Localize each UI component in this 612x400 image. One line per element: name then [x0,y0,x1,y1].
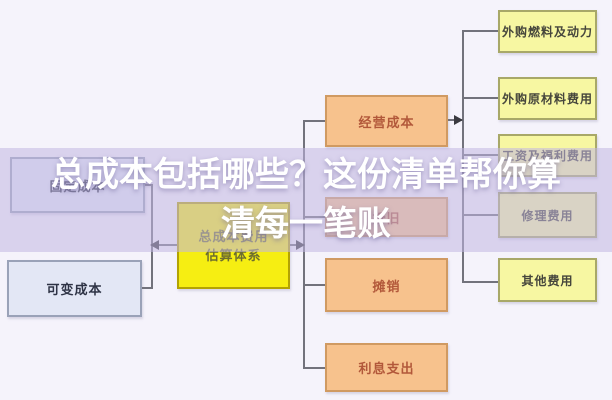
node-interest-expense: 利息支出 [325,343,448,392]
node-wages-welfare: 工资及福利费用 [498,134,597,177]
node-other-cost: 其他费用 [498,258,597,302]
node-repair-cost: 修理费用 [498,192,597,238]
node-depreciation-label: 折旧 [372,210,401,226]
branch-fuel-power [464,30,498,32]
branch-operating-cost [305,120,325,122]
node-fixed-cost-label: 固定成本 [49,178,106,194]
node-fixed-cost: 固定成本 [10,157,145,213]
node-interest-expense-label: 利息支出 [358,361,415,376]
branch-interest-expense [305,367,325,369]
node-variable-cost-label: 可变成本 [46,282,103,297]
node-raw-materials-label: 外购原材料费用 [501,92,593,106]
node-fuel-power-label: 外购燃料及动力 [501,25,593,39]
node-depreciation: 折旧 [325,197,448,237]
node-amortization-label: 摊销 [372,278,401,294]
arrowhead-operating-right-icon [454,115,463,125]
node-raw-materials: 外购原材料费用 [498,77,597,120]
node-total-cost-system: 总成本费用 估算体系 [177,202,290,289]
node-total-cost-system-line2: 估算体系 [205,247,262,263]
connector-center-to-left [158,244,177,246]
branch-depreciation [305,216,325,218]
node-variable-cost: 可变成本 [7,260,142,317]
arrowhead-center-right-icon [296,240,305,250]
connector-left-vertical [151,184,153,289]
node-amortization: 摊销 [325,258,448,312]
node-operating-cost-label: 经营成本 [358,114,415,130]
node-wages-welfare-label: 工资及福利费用 [501,149,593,163]
node-operating-cost: 经营成本 [325,95,448,147]
node-repair-cost-label: 修理费用 [521,208,574,223]
node-other-cost-label: 其他费用 [521,273,574,288]
node-fuel-power: 外购燃料及动力 [498,10,597,53]
arrowhead-left-icon [150,240,159,250]
branch-raw-materials [464,97,498,99]
connector-variable-stub [142,287,152,289]
branch-wages-welfare [464,154,498,156]
branch-other-cost [464,281,498,283]
node-total-cost-system-line1: 总成本费用 [198,228,269,244]
branch-repair-cost [464,214,498,216]
connector-right-trunk [462,30,464,283]
branch-amortization [305,284,325,286]
